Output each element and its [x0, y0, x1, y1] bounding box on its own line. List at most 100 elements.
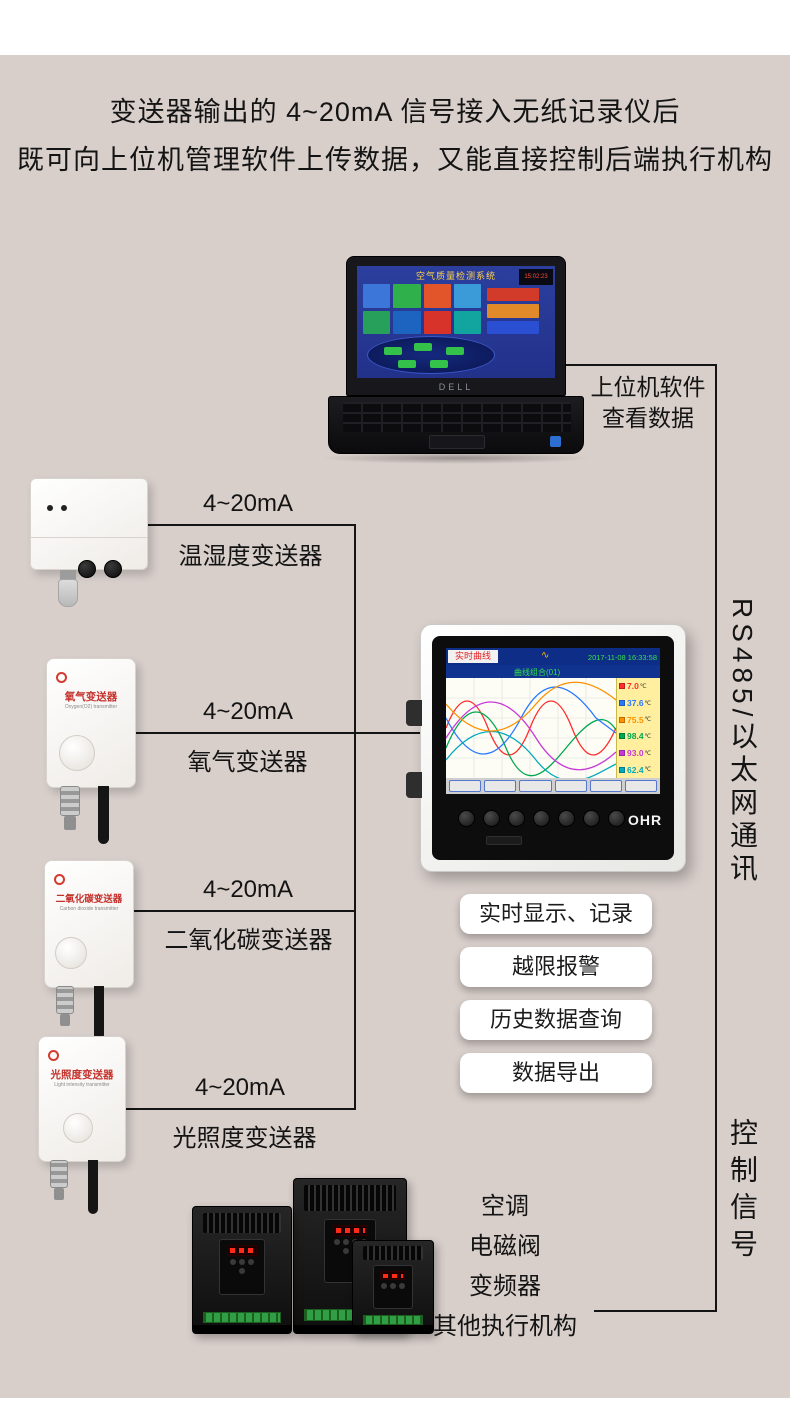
channel-row: 75.5℃	[617, 711, 660, 728]
signal-label-4: 4~20mA	[194, 1074, 286, 1101]
cable	[98, 786, 109, 844]
channel-value: 98.4	[627, 731, 644, 742]
sensor1-name: 温湿度变送器	[178, 543, 323, 570]
softkey-button	[624, 780, 658, 792]
top-margin-band	[0, 0, 790, 55]
laptop-app-tiles	[363, 284, 481, 334]
sensor-dome	[59, 735, 95, 771]
vfd-base	[294, 1325, 406, 1333]
channel-value: 37.6	[627, 698, 644, 708]
recorder-channel-values: 7.0℃ 37.6℃ 75.5℃ 98.4℃ 93.0℃ 62.4℃	[616, 678, 660, 778]
laptop-oval-panel	[367, 336, 495, 374]
cable-gland	[78, 560, 96, 578]
sensor4-device: 光照度变送器 Light intensity transmitter	[38, 1036, 126, 1162]
channel-row: 62.4℃	[617, 761, 660, 778]
vfd-keys	[380, 1283, 407, 1289]
feature-pill-3: 历史数据查询	[460, 1000, 652, 1040]
recorder-screen-subbar: 曲线组合(01)	[446, 665, 660, 678]
channel-color-swatch	[619, 683, 625, 690]
recorder-brand: OHR	[628, 812, 663, 828]
oval-button	[414, 343, 432, 351]
laptop-display: 空气质量检测系统 15:02:23	[357, 266, 555, 378]
channel-row: 93.0℃	[617, 745, 660, 762]
signal-label-2: 4~20mA	[202, 698, 294, 725]
vfd-keys	[227, 1259, 258, 1274]
vfd-display	[332, 1225, 368, 1236]
sensor-bus-line	[354, 524, 356, 1110]
signal-label-1: 4~20mA	[202, 490, 294, 517]
app-tile	[453, 284, 481, 308]
vfd-display	[226, 1245, 258, 1256]
mounting-tab	[406, 772, 422, 798]
oval-button	[446, 347, 464, 355]
vfd-terminal-block	[363, 1315, 423, 1325]
vfd-small	[352, 1240, 434, 1334]
laptop-note-line1: 上位机软件	[590, 374, 706, 400]
channel-value: 75.5	[627, 714, 644, 725]
laptop-screen: 空气质量检测系统 15:02:23 DELL	[346, 256, 566, 396]
cable	[88, 1160, 98, 1214]
channel-unit: ℃	[644, 767, 652, 774]
channel-color-swatch	[619, 700, 625, 706]
vfd-terminal-block	[203, 1312, 281, 1323]
recorder-curve-group: 曲线组合(01)	[514, 668, 561, 677]
vfd-left	[192, 1206, 292, 1334]
laptop-clock: 15:02:23	[519, 269, 553, 285]
sensor1-device	[30, 478, 148, 570]
sensor4-plate-sub: Light intensity transmitter	[54, 1082, 110, 1088]
laptop-note-line2: 查看数据	[602, 405, 694, 431]
laptop-brand: DELL	[438, 382, 474, 392]
control-line-bottom	[594, 1310, 717, 1312]
app-tile	[453, 310, 481, 334]
app-tile	[363, 284, 391, 308]
oval-button	[384, 347, 402, 355]
actuator-label-2: 电磁阀	[469, 1233, 541, 1260]
laptop-shadow	[320, 452, 592, 464]
comm-line-top	[566, 364, 717, 366]
recorder-screen-title: 实时曲线	[448, 650, 498, 663]
connector-tip	[64, 816, 76, 830]
sensor2-line	[136, 732, 422, 734]
softkey-button	[449, 780, 482, 792]
feature-pill-2: 越限报警	[460, 947, 652, 987]
recorder-trend-chart	[446, 678, 617, 782]
channel-color-swatch	[619, 733, 625, 740]
channel-row: 98.4℃	[617, 728, 660, 745]
comm-line-vertical	[715, 364, 717, 1312]
recorder-key-button	[608, 810, 625, 827]
feature-pill-4: 数据导出	[460, 1053, 652, 1093]
connector-tip	[60, 1014, 70, 1026]
app-tile	[393, 310, 421, 334]
brand-sticker	[550, 436, 561, 447]
mounting-tab	[406, 700, 422, 726]
vfd-vents	[203, 1213, 281, 1233]
vfd-keypad	[219, 1239, 265, 1295]
connector-tip	[54, 1188, 64, 1200]
sensor3-name: 二氧化碳变送器	[164, 927, 333, 954]
channel-value: 7.0	[627, 681, 639, 692]
recorder-datetime: 2017-11-08 16:33:58	[587, 653, 657, 662]
sensor4-plate: 光照度变送器	[50, 1069, 114, 1081]
channel-value: 93.0	[627, 748, 644, 759]
recorder-key-button	[533, 810, 550, 827]
vfd-vents	[363, 1246, 423, 1260]
laptop-base	[328, 396, 584, 454]
laptop-side-panel	[487, 288, 539, 334]
sensor2-device: 氧气变送器 Oxygen(O2) transmitter	[46, 658, 136, 788]
metal-connector	[56, 986, 74, 1014]
channel-unit: ℃	[639, 683, 647, 690]
sensor4-line	[126, 1108, 355, 1110]
led-indicator	[61, 505, 67, 511]
sensor3-plate: 二氧化碳变送器	[55, 894, 123, 905]
app-tile	[423, 310, 451, 334]
channel-unit: ℃	[644, 733, 652, 740]
led-indicator	[47, 505, 53, 511]
laptop-keyboard	[343, 402, 571, 432]
channel-color-swatch	[619, 750, 625, 757]
sensor-dome	[55, 937, 87, 969]
vfd-keypad	[373, 1265, 413, 1309]
vfd-vents	[304, 1185, 396, 1211]
softkey-button	[589, 780, 622, 792]
recorder-screen-logo-icon: ∿	[541, 650, 550, 661]
